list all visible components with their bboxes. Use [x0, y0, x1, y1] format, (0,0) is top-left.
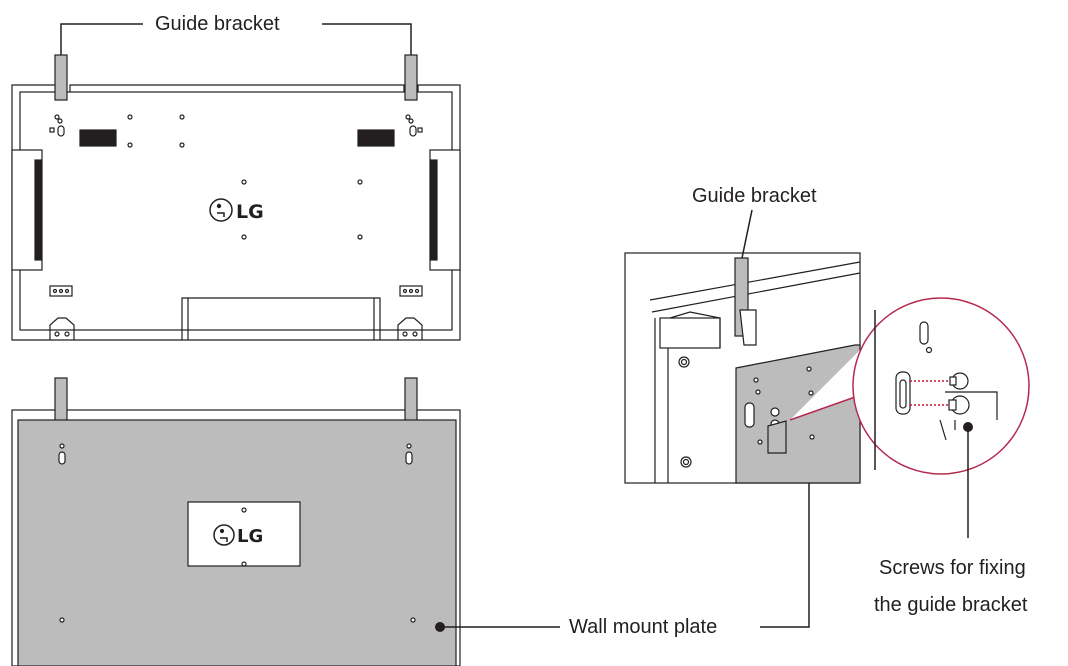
label-wall-mount-plate: Wall mount plate [569, 616, 718, 638]
lg-logo-mark [209, 198, 233, 222]
label-guide-bracket-detail: Guide bracket [692, 185, 817, 207]
port-box-left [49, 285, 73, 297]
zoom-detail [789, 297, 1030, 475]
bottom-base [181, 297, 381, 340]
guide-bracket-leader [60, 23, 412, 55]
lg-logo-text-bottom: LG [237, 526, 263, 547]
label-guide-bracket-top: Guide bracket [155, 13, 280, 35]
plate-logo-window [187, 501, 301, 567]
vent-left [79, 129, 117, 147]
detail-bracket-leader [741, 209, 753, 259]
display-rear-view [11, 54, 461, 341]
vent-right [357, 129, 395, 147]
guide-bracket-top-left [54, 54, 68, 101]
label-screws-line2: the guide bracket [874, 594, 1028, 616]
detail-view [624, 252, 861, 484]
guide-bracket-bottom-right [404, 377, 418, 424]
display-with-plate [11, 377, 461, 666]
guide-bracket-bottom-left [54, 377, 68, 424]
lg-logo-mark-bottom [213, 524, 235, 546]
lg-logo-text-top: LG [236, 201, 264, 223]
zoom-circle [852, 297, 1030, 475]
label-screws-line1: Screws for fixing [879, 557, 1026, 579]
port-box-right [399, 285, 423, 297]
guide-bracket-top-right [404, 54, 418, 101]
